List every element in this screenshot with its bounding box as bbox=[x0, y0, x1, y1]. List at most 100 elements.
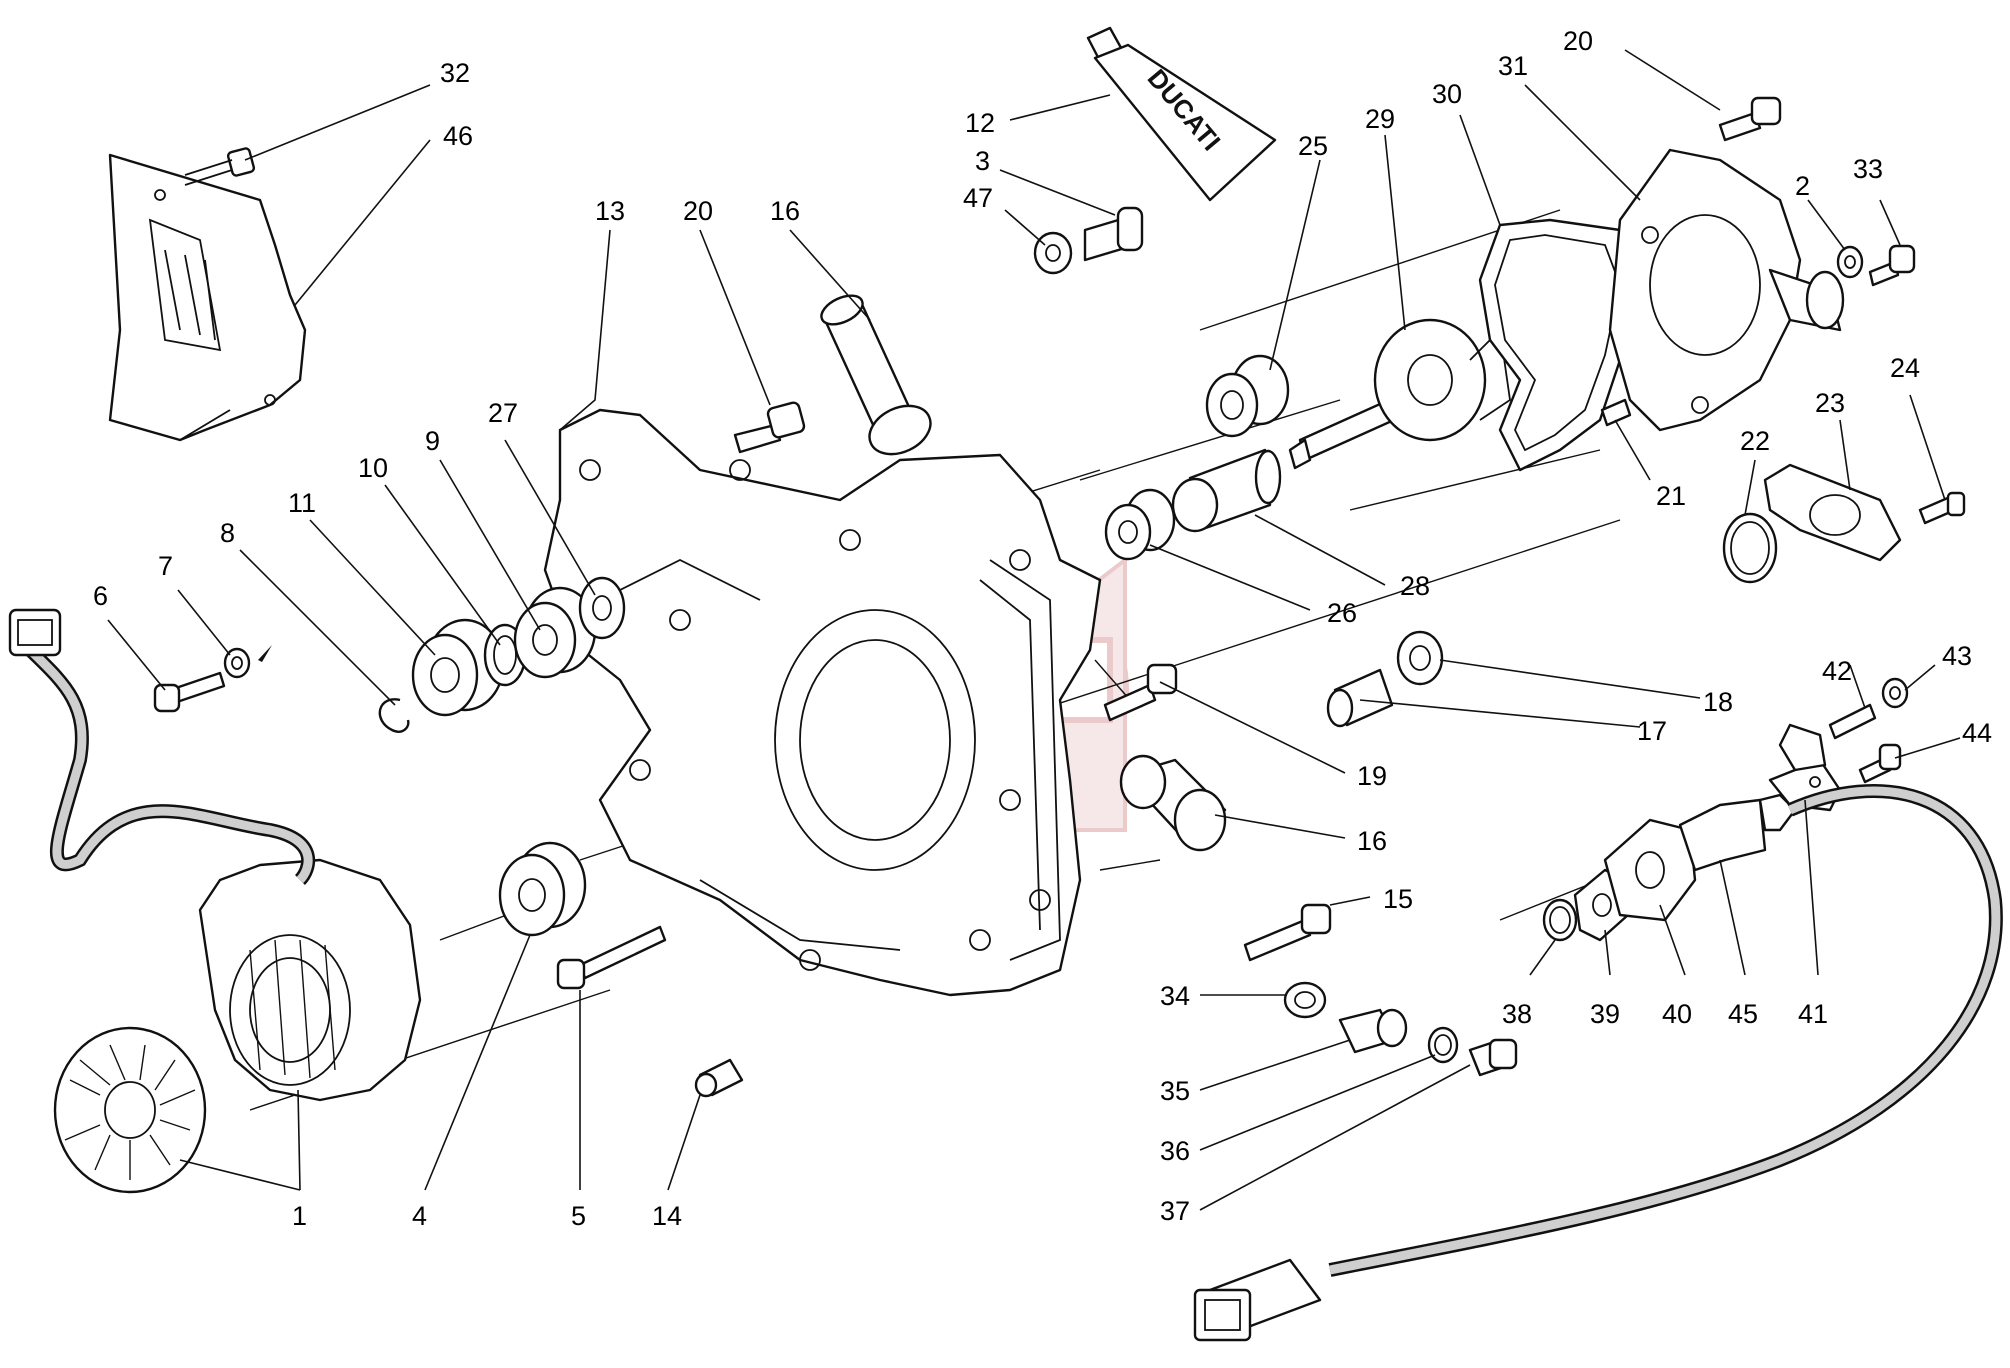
hose-fitting-16-top-part bbox=[820, 294, 932, 456]
callout-26: 26 bbox=[1327, 598, 1357, 628]
bolt-6-part bbox=[153, 671, 226, 713]
bracket-upper-part bbox=[1778, 723, 1827, 772]
callout-32: 32 bbox=[440, 58, 470, 88]
callout-18: 18 bbox=[1703, 687, 1733, 717]
callout-30: 30 bbox=[1432, 79, 1462, 109]
impeller-shaft-29-part bbox=[1288, 318, 1511, 470]
screw-32-part bbox=[184, 147, 256, 186]
callout-5: 5 bbox=[571, 1201, 586, 1231]
washer-7-part bbox=[223, 645, 272, 679]
callout-41: 41 bbox=[1798, 999, 1828, 1029]
sensor-wiring-harness bbox=[1193, 784, 2003, 1342]
callout-15: 15 bbox=[1383, 884, 1413, 914]
o-ring-38-part bbox=[1542, 898, 1578, 942]
flange-23-part bbox=[1763, 463, 1902, 562]
callout-3: 3 bbox=[975, 146, 990, 176]
circlip-8-part bbox=[378, 698, 410, 733]
callout-39: 39 bbox=[1590, 999, 1620, 1029]
callout-14: 14 bbox=[652, 1201, 682, 1231]
circlip-34-part bbox=[1283, 981, 1327, 1019]
callout-7: 7 bbox=[158, 551, 173, 581]
washer-47-part bbox=[1033, 231, 1073, 275]
seal-26-part bbox=[1104, 488, 1176, 561]
screw-19-part bbox=[1103, 663, 1178, 722]
callout-27: 27 bbox=[488, 398, 518, 428]
bolt-37-part bbox=[1468, 1038, 1518, 1077]
screw-20-left-part bbox=[733, 401, 806, 454]
callout-20-left: 20 bbox=[683, 196, 713, 226]
leader-lines bbox=[107, 49, 1961, 1211]
generator-wiring-harness bbox=[8, 608, 316, 885]
callout-11: 11 bbox=[288, 488, 316, 518]
callout-33: 33 bbox=[1853, 154, 1883, 184]
dowel-21-part bbox=[1600, 398, 1632, 427]
callout-10: 10 bbox=[358, 453, 388, 483]
screw-44-part bbox=[1858, 743, 1902, 784]
bearing-11-part bbox=[411, 618, 505, 717]
sealant-tube-part: DUCATI bbox=[1086, 26, 1277, 202]
seal-25-part bbox=[1205, 354, 1290, 438]
screw-15-part bbox=[1243, 903, 1332, 962]
callout-1: 1 bbox=[292, 1201, 307, 1231]
callout-6: 6 bbox=[93, 581, 108, 611]
ring-36-part bbox=[1427, 1026, 1459, 1064]
callout-2: 2 bbox=[1795, 171, 1810, 201]
callout-labels: 32 46 12 3 47 13 20 16 25 29 30 31 20 33… bbox=[93, 26, 1992, 1231]
callout-20-right: 20 bbox=[1563, 26, 1593, 56]
pump-cover-31-part bbox=[1608, 148, 1845, 432]
callout-43: 43 bbox=[1942, 641, 1972, 671]
flange-40-part bbox=[1603, 818, 1697, 922]
callout-34: 34 bbox=[1160, 981, 1190, 1011]
callout-38: 38 bbox=[1502, 999, 1532, 1029]
dowel-14-part bbox=[694, 1058, 744, 1098]
callout-42: 42 bbox=[1822, 656, 1852, 686]
o-ring-22-part bbox=[1722, 512, 1778, 584]
callout-19: 19 bbox=[1357, 761, 1387, 791]
callout-44: 44 bbox=[1962, 718, 1992, 748]
callout-9: 9 bbox=[425, 426, 440, 456]
screw-24-part bbox=[1918, 491, 1966, 525]
callout-40: 40 bbox=[1662, 999, 1692, 1029]
washer-27-part bbox=[578, 576, 626, 640]
bearing-9-part bbox=[513, 586, 597, 679]
callout-35: 35 bbox=[1160, 1076, 1190, 1106]
washer-2-part bbox=[1836, 245, 1864, 279]
screw-42-part bbox=[1828, 703, 1877, 740]
callout-23: 23 bbox=[1815, 388, 1845, 418]
nut-43-part bbox=[1881, 677, 1909, 709]
callout-36: 36 bbox=[1160, 1136, 1190, 1166]
screw-20-right-part bbox=[1718, 96, 1782, 142]
callout-12: 12 bbox=[965, 108, 995, 138]
callout-8: 8 bbox=[220, 518, 235, 548]
callout-16-right: 16 bbox=[1357, 826, 1387, 856]
callout-31: 31 bbox=[1498, 51, 1528, 81]
bolt-3-part bbox=[1083, 206, 1144, 262]
callout-45: 45 bbox=[1728, 999, 1758, 1029]
callout-29: 29 bbox=[1365, 104, 1395, 134]
sleeve-17-part bbox=[1326, 668, 1394, 728]
stator-rotor-part bbox=[53, 858, 422, 1194]
bearing-4-part bbox=[498, 841, 587, 937]
callout-28: 28 bbox=[1400, 571, 1430, 601]
callout-4: 4 bbox=[412, 1201, 427, 1231]
callout-37: 37 bbox=[1160, 1196, 1190, 1226]
callout-46: 46 bbox=[443, 121, 473, 151]
plug-35-part bbox=[1338, 1008, 1408, 1054]
sensor-45-part bbox=[1678, 793, 1797, 872]
callout-24: 24 bbox=[1890, 353, 1920, 383]
screw-5-part bbox=[556, 925, 667, 990]
callout-21: 21 bbox=[1656, 481, 1686, 511]
sprocket-cover-part bbox=[108, 153, 307, 442]
callout-47: 47 bbox=[963, 183, 993, 213]
callout-16-top: 16 bbox=[770, 196, 800, 226]
sleeve-18-part bbox=[1396, 630, 1444, 686]
generator-cover-housing-part bbox=[543, 408, 1102, 997]
hose-fitting-16-right-part bbox=[1119, 754, 1227, 852]
sleeve-28-part bbox=[1171, 448, 1282, 533]
callout-25: 25 bbox=[1298, 131, 1328, 161]
callout-17: 17 bbox=[1637, 716, 1667, 746]
callout-13: 13 bbox=[595, 196, 625, 226]
screw-33-part bbox=[1868, 244, 1916, 287]
callout-22: 22 bbox=[1740, 426, 1770, 456]
